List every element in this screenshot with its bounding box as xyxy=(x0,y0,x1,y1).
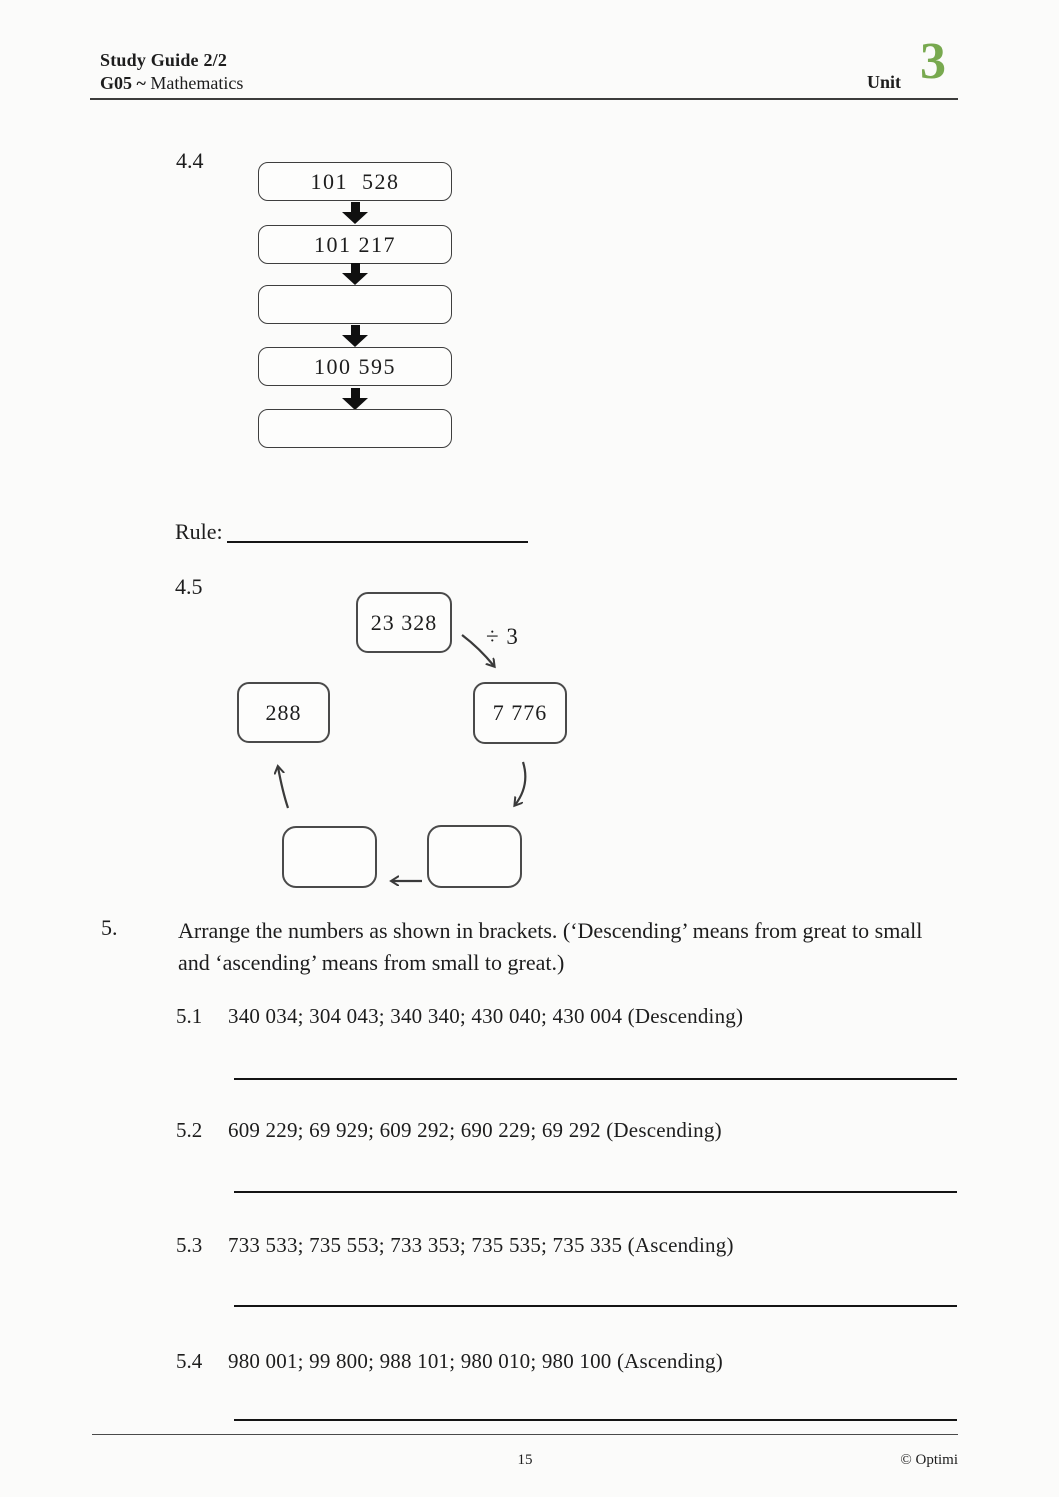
item-5-3-label: 5.3 xyxy=(176,1233,203,1257)
answer-line-5-1 xyxy=(234,1078,957,1080)
unit-label: Unit xyxy=(867,72,902,92)
down-arrow-icon xyxy=(341,325,369,347)
down-arrow-icon xyxy=(341,202,369,224)
item-5-4-label: 5.4 xyxy=(176,1349,203,1373)
flow-box-3-empty xyxy=(258,285,452,324)
question-4-5-label: 4.5 xyxy=(175,574,203,599)
answer-line-5-4 xyxy=(234,1419,957,1421)
item-5-1-label: 5.1 xyxy=(176,1004,203,1028)
flow-box-2: 101 217 xyxy=(258,225,452,264)
unit-number: 3 xyxy=(920,33,946,90)
arrow-up-icon xyxy=(278,767,290,809)
down-arrow-icon xyxy=(341,263,369,285)
item-5-1-numbers: 340 034; 304 043; 340 340; 430 040; 430 … xyxy=(228,1004,744,1028)
flow-box-1: 101 528 xyxy=(258,162,452,201)
answer-line-5-2 xyxy=(234,1191,957,1193)
question-5-text: Arrange the numbers as shown in brackets… xyxy=(178,915,970,979)
doc-title: Study Guide 2/2 xyxy=(100,50,228,70)
divide-by-3-label: ÷ 3 xyxy=(486,624,519,649)
answer-line-5-3 xyxy=(234,1305,957,1307)
cycle-box-23328: 23 328 xyxy=(356,592,452,653)
flow-box-5-empty xyxy=(258,409,452,448)
arrow-down-right-icon xyxy=(515,761,527,805)
item-5-4-numbers: 980 001; 99 800; 988 101; 980 010; 980 1… xyxy=(228,1349,723,1373)
cycle-box-7776: 7 776 xyxy=(473,682,567,744)
header-divider xyxy=(90,98,958,100)
rule-label: Rule: xyxy=(175,519,223,544)
grade-code: G05 ~ xyxy=(100,73,146,93)
question-5-text-line1: Arrange the numbers as shown in brackets… xyxy=(178,918,923,943)
question-5-number: 5. xyxy=(101,915,118,940)
down-arrow-icon xyxy=(341,388,369,410)
cycle-box-empty-left xyxy=(282,826,377,888)
item-5-2-label: 5.2 xyxy=(176,1118,203,1142)
flow-box-4: 100 595 xyxy=(258,347,452,386)
doc-subtitle: G05 ~ Mathematics xyxy=(100,73,243,94)
item-5-2-numbers: 609 229; 69 929; 609 292; 690 229; 69 29… xyxy=(228,1118,722,1142)
question-4-4-label: 4.4 xyxy=(176,148,204,173)
subject-name: Mathematics xyxy=(145,73,244,93)
copyright-text: © Optimi xyxy=(900,1452,958,1468)
page-number: 15 xyxy=(517,1452,533,1468)
rule-answer-line xyxy=(227,541,528,543)
question-5-text-line2: and ‘ascending’ means from small to grea… xyxy=(178,950,565,975)
cycle-box-288: 288 xyxy=(237,682,330,743)
item-5-3-numbers: 733 533; 735 553; 733 353; 735 535; 735 … xyxy=(228,1233,734,1257)
footer-divider xyxy=(92,1434,958,1435)
cycle-box-empty-right xyxy=(427,825,522,888)
